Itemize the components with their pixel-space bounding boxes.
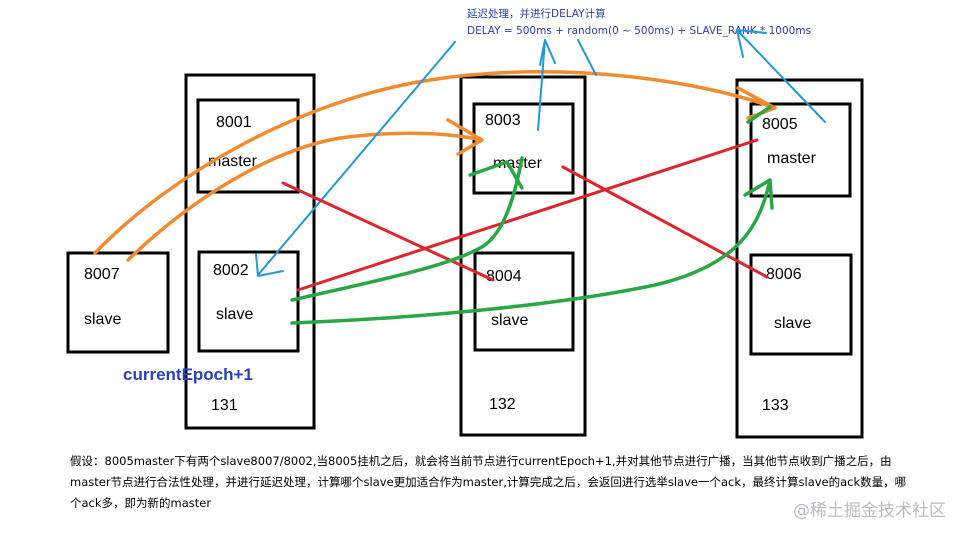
ack-arrow-8002-to-8003 <box>290 156 524 302</box>
invalid-link-8001-8004 <box>281 181 495 282</box>
server-frame-131 <box>184 73 316 430</box>
node-box-8007 <box>66 251 170 354</box>
node-port-8003: 8003 <box>485 112 521 129</box>
node-port-8005: 8005 <box>762 116 798 133</box>
broadcast-arrow-8007-to-8005 <box>93 70 777 255</box>
node-box-8006 <box>749 253 853 356</box>
delay-pointer-8003 <box>537 39 546 131</box>
node-port-8004: 8004 <box>486 268 522 285</box>
node-box-8005 <box>749 102 852 198</box>
arrowhead-blue-8005 <box>736 29 767 58</box>
delay-pointer-note <box>577 39 597 76</box>
broadcast-arrow-8007-to-8003 <box>126 131 484 262</box>
node-role-8007: slave <box>84 311 121 328</box>
server-label-133: 133 <box>762 397 789 414</box>
invalid-link-8002-8005 <box>296 138 759 292</box>
server-frame-133 <box>735 78 864 439</box>
site-watermark: @稀土掘金技术社区 <box>793 501 946 521</box>
delay-formula: DELAY = 500ms + random(0 ~ 500ms) + SLAV… <box>467 25 811 37</box>
arrowhead-green-8003 <box>468 160 524 190</box>
node-role-8005: master <box>767 150 817 167</box>
node-role-8002: slave <box>216 306 253 323</box>
node-port-8006: 8006 <box>766 266 802 283</box>
arrowhead-blue-note <box>539 39 556 66</box>
node-role-8006: slave <box>774 315 811 332</box>
node-box-8003 <box>472 102 575 195</box>
node-port-8007: 8007 <box>84 266 120 283</box>
invalid-link-8003-8006 <box>561 165 769 279</box>
node-role-8003: master <box>493 155 543 172</box>
node-box-8001 <box>196 98 300 194</box>
ack-arrow-8002-to-8005 <box>290 178 772 325</box>
server-frame-132 <box>459 75 587 437</box>
arrowhead-orange-8003 <box>446 118 484 156</box>
node-port-8002: 8002 <box>213 262 249 279</box>
server-label-132: 132 <box>489 396 516 413</box>
explanation-caption: 假设：8005master下有两个slave8007/8002,当8005挂机之… <box>70 454 907 510</box>
delay-note-title: 延迟处理，并进行DELAY计算 <box>467 7 606 20</box>
node-port-8001: 8001 <box>216 114 252 131</box>
arrowhead-blue-8002 <box>255 253 284 277</box>
epoch-label: currentEpoch+1 <box>123 365 253 384</box>
arrowhead-green-8005-low <box>743 178 774 210</box>
node-role-8004: slave <box>491 312 528 329</box>
node-box-8002 <box>197 250 300 353</box>
node-box-8004 <box>473 251 575 352</box>
delay-pointer-8002 <box>257 41 456 276</box>
delay-pointer-8005 <box>736 29 826 123</box>
arrowhead-green-8005-top <box>746 105 772 124</box>
server-label-131: 131 <box>211 397 238 414</box>
